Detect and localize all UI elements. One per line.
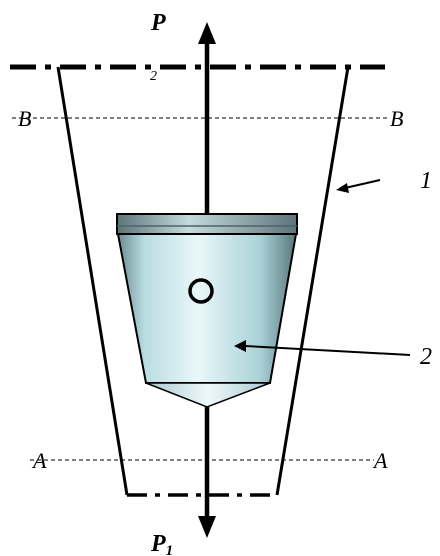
force-up-arrowhead [198, 22, 216, 44]
force-bottom-label-sub: 1 [166, 543, 174, 556]
pointer-1-label: 1 [420, 168, 432, 194]
float-tip [145, 382, 271, 408]
pointer-1-line [344, 179, 381, 189]
pointer-2-label: 2 [420, 344, 432, 370]
force-down-arrowhead [198, 516, 216, 538]
tube-right-wall [275, 66, 350, 496]
top-mark-label: 2 [150, 69, 157, 84]
pointer-2-arrowhead [234, 340, 246, 352]
float-body [116, 233, 298, 384]
tube-left-wall [56, 66, 129, 496]
force-bottom-label-main: P [150, 531, 166, 556]
pointer-1-arrowhead [336, 183, 349, 193]
level-a-right-label: A [372, 448, 388, 473]
level-b-right-label: B [390, 106, 403, 131]
pointer-2-line [244, 345, 411, 356]
level-a-left-label: A [31, 448, 47, 473]
float-hole [188, 278, 214, 304]
force-top-label: P [150, 10, 166, 36]
force-bottom-label: P1 [150, 531, 173, 556]
float-cap [116, 213, 298, 235]
level-b-left-label: B [18, 106, 31, 131]
